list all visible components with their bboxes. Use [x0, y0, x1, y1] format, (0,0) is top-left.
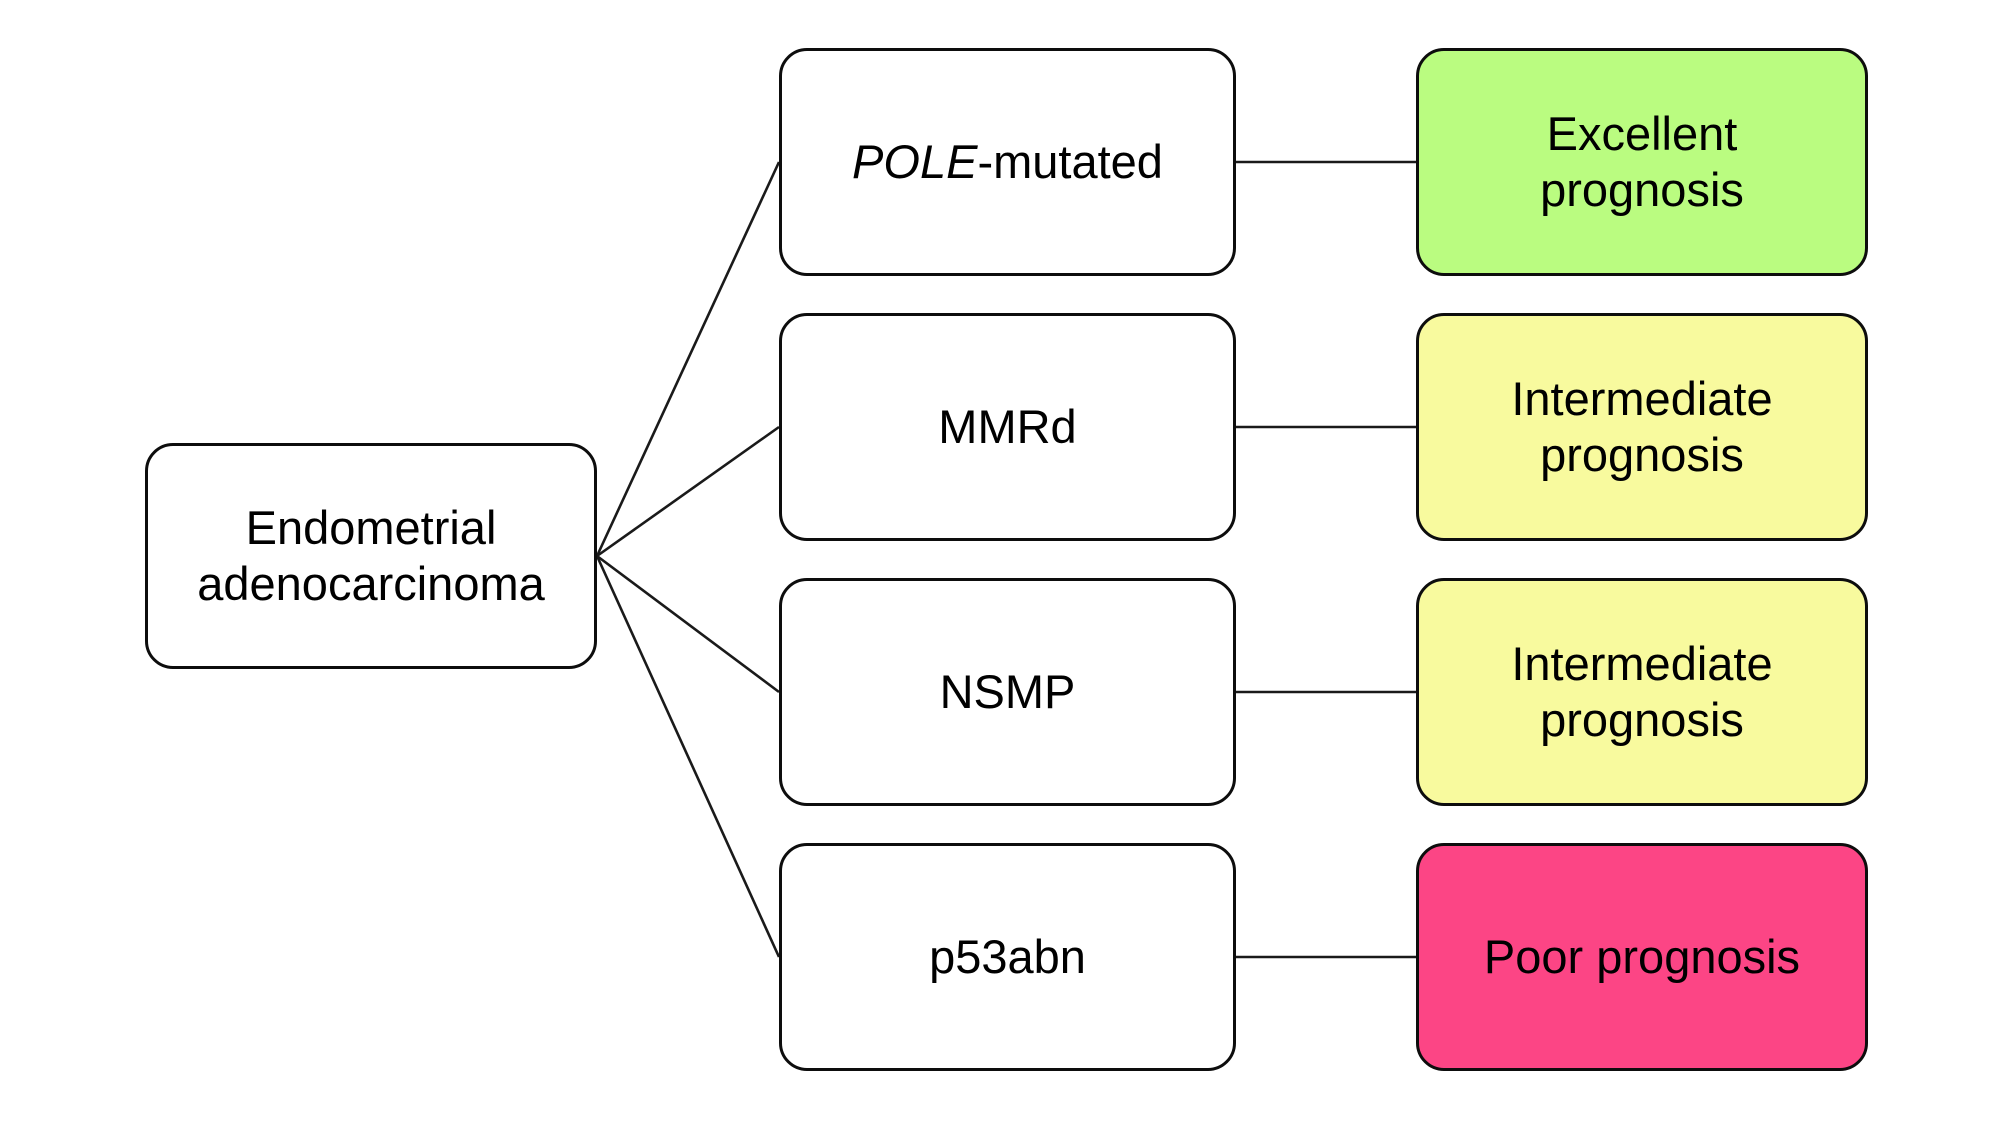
edge-root-to-pole	[595, 161, 781, 557]
node-intermediate-prognosis-mmrd: Intermediate prognosis	[1416, 313, 1868, 541]
node-pole-mutated: POLE-mutated	[779, 48, 1236, 276]
pole-mutated-label: POLE-mutated	[852, 134, 1163, 190]
edge-root-to-nsmp	[596, 554, 780, 694]
p53abn-label: p53abn	[929, 929, 1086, 983]
node-endometrial-adenocarcinoma: Endometrial adenocarcinoma	[145, 443, 597, 669]
excellent-prognosis-label: Excellent prognosis	[1540, 106, 1744, 216]
node-excellent-prognosis: Excellent prognosis	[1416, 48, 1868, 276]
node-poor-prognosis: Poor prognosis	[1416, 843, 1868, 1071]
node-mmrd: MMRd	[779, 313, 1236, 541]
poor-prognosis-label: Poor prognosis	[1483, 929, 1801, 983]
node-p53abn: p53abn	[779, 843, 1236, 1071]
nsmp-label: NSMP	[939, 664, 1076, 718]
node-intermediate-prognosis-nsmp: Intermediate prognosis	[1416, 578, 1868, 806]
edge-root-to-mmrd	[596, 425, 780, 558]
root-node-label: Endometrial adenocarcinoma	[197, 500, 545, 610]
pole-gene-name-italic: POLE	[852, 134, 978, 188]
mmrd-label: MMRd	[938, 399, 1077, 453]
node-nsmp: NSMP	[779, 578, 1236, 806]
pole-mutated-suffix: -mutated	[977, 134, 1163, 188]
intermediate-prognosis-label-mmrd: Intermediate prognosis	[1511, 371, 1773, 481]
edge-root-to-p53abn	[595, 555, 781, 958]
intermediate-prognosis-label-nsmp: Intermediate prognosis	[1511, 636, 1773, 746]
